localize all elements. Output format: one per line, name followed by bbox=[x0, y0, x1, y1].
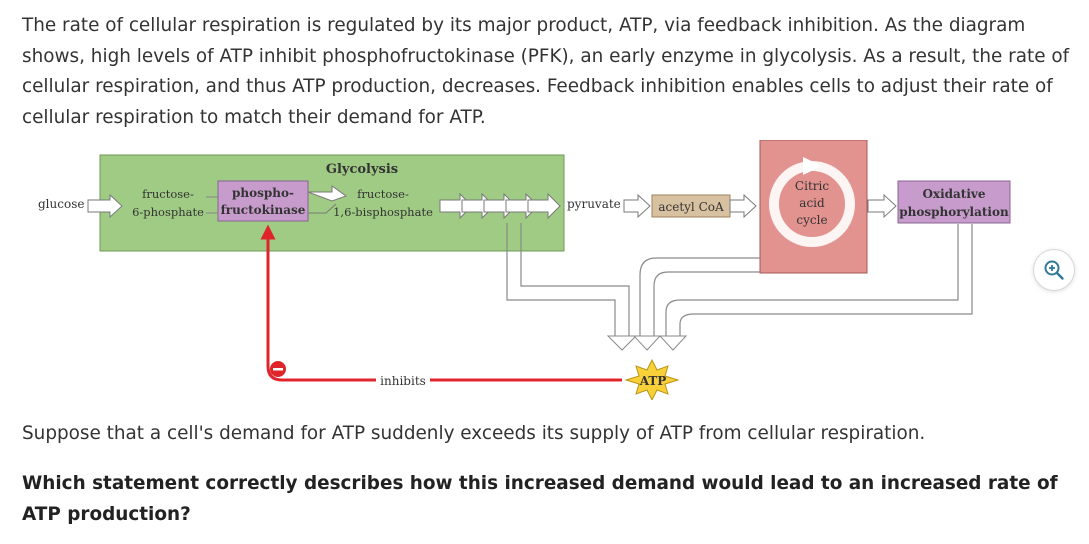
zoom-in-icon bbox=[1044, 260, 1064, 280]
arrow-acetyl bbox=[729, 193, 757, 219]
intro-paragraph: The rate of cellular respiration is regu… bbox=[22, 15, 1070, 128]
f6p-label-2: 6-phosphate bbox=[132, 205, 204, 219]
citric-label-1: Citric bbox=[795, 179, 829, 193]
minus-sign-bar bbox=[273, 368, 283, 371]
arrow-citric bbox=[867, 193, 897, 219]
respiration-feedback-diagram: Glycolysis glucose fructose- 6-phosphate… bbox=[38, 140, 1011, 400]
question-prompt: Which statement correctly describes how … bbox=[22, 473, 1058, 525]
pfk-bracket bbox=[206, 196, 218, 214]
arrow-pfk-lower bbox=[308, 203, 337, 214]
atp-burst bbox=[624, 358, 680, 400]
glycolysis-steps-arrows bbox=[439, 192, 561, 220]
f16bp-label-2: 1,6-bisphosphate bbox=[333, 205, 433, 219]
citric-label-2: acid bbox=[799, 196, 825, 210]
f16bp-label-1: fructose- bbox=[357, 187, 409, 201]
atp-output-pipes bbox=[506, 223, 973, 336]
question-paragraph: Suppose that a cell's demand for ATP sud… bbox=[22, 423, 926, 444]
pfk-label-2: fructokinase bbox=[221, 203, 306, 217]
acetyl-coa-label: acetyl CoA bbox=[658, 200, 724, 214]
citric-label-3: cycle bbox=[796, 213, 827, 227]
oxidative-phosphorylation-box bbox=[897, 180, 1011, 224]
inhibits-label-bg bbox=[376, 372, 430, 388]
pyruvate-label: pyruvate bbox=[567, 197, 621, 211]
inhibition-line bbox=[260, 224, 622, 382]
inhibits-label: inhibits bbox=[380, 374, 426, 388]
oxphos-label-1: Oxidative bbox=[922, 187, 985, 201]
pfk-label-1: phospho- bbox=[232, 186, 294, 200]
oxphos-label-2: phosphorylation bbox=[899, 205, 1009, 219]
glycolysis-title: Glycolysis bbox=[326, 162, 398, 177]
arrow-pfk-upper bbox=[307, 185, 348, 202]
atp-label: ATP bbox=[639, 374, 667, 388]
arrow-pyruvate bbox=[623, 193, 651, 219]
arrow-glucose bbox=[87, 193, 123, 219]
citric-cycle-arrowhead bbox=[803, 157, 822, 175]
f6p-label-1: fructose- bbox=[142, 187, 194, 201]
pfk-box bbox=[217, 180, 309, 222]
atp-output-arrowheads bbox=[606, 335, 688, 351]
glucose-label: glucose bbox=[38, 197, 84, 211]
zoom-in-button[interactable] bbox=[1033, 249, 1075, 291]
